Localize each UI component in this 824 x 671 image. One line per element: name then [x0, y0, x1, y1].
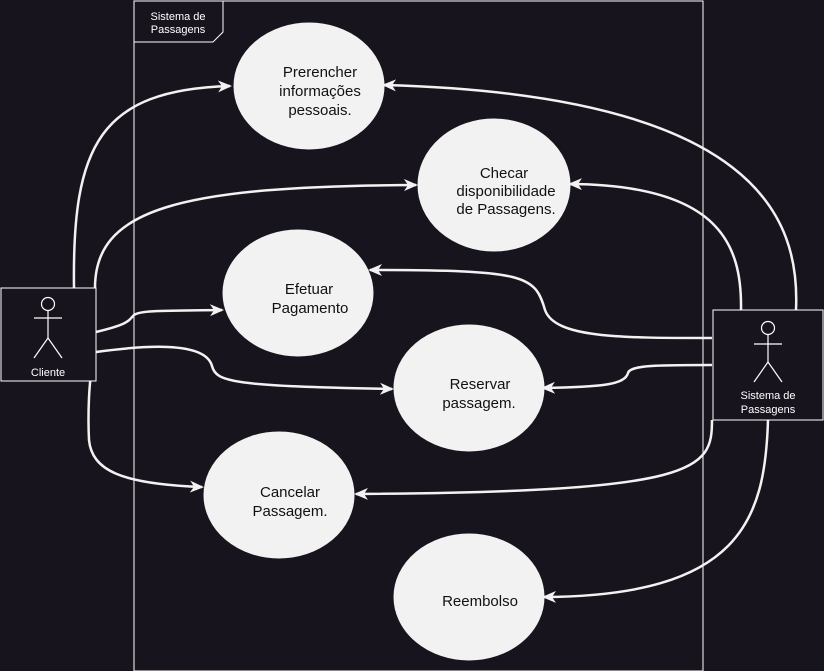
actor-cliente-label: Cliente	[31, 367, 65, 379]
use-case-cancelar-line-2: Passagem.	[252, 503, 327, 520]
use-case-checar-line-2: disponibilidade	[456, 183, 555, 200]
use-case-reembolso[interactable]: Reembolso	[393, 533, 545, 661]
system-title-line-1: Sistema de	[150, 11, 205, 23]
stick-figure-icon	[33, 296, 63, 359]
use-case-reservar[interactable]: Reservar passagem.	[393, 324, 545, 452]
use-case-reservar-line-2: passagem.	[442, 395, 515, 412]
use-case-cancelar[interactable]: Cancelar Passagem.	[203, 431, 355, 559]
actor-cliente[interactable]: Cliente	[0, 287, 97, 382]
use-case-efetuar[interactable]: Efetuar Pagamento	[222, 229, 374, 357]
use-case-prerencher-line-1: Prerencher	[283, 64, 357, 81]
use-case-cancelar-line-1: Cancelar	[260, 484, 320, 501]
actor-sistema[interactable]: Sistema de Passagens	[712, 309, 824, 421]
edge-sistema-reservar	[541, 363, 713, 394]
use-case-checar-line-3: de Passagens.	[456, 201, 555, 218]
connectors	[72, 79, 798, 603]
edge-sistema-prerencher	[382, 79, 798, 311]
actor-sistema-label-line-1: Sistema de	[740, 390, 795, 402]
edge-sistema-checar	[568, 178, 743, 311]
use-case-reembolso-line-1: Reembolso	[442, 593, 518, 610]
edge-cliente-reservar	[95, 345, 394, 395]
use-case-efetuar-line-1: Efetuar	[285, 281, 333, 298]
use-case-efetuar-line-2: Pagamento	[272, 300, 349, 317]
edge-cliente-efetuar	[95, 304, 224, 334]
edge-cliente-prerencher	[72, 80, 232, 289]
system-boundary: Sistema de Passagens	[133, 0, 704, 671]
edge-sistema-cancelar	[354, 419, 714, 500]
use-case-checar-line-1: Checar	[480, 165, 528, 182]
use-case-prerencher-line-2: informações	[279, 83, 361, 100]
use-case-prerencher[interactable]: Prerencher informações pessoais.	[233, 22, 385, 150]
system-title-line-2: Passagens	[151, 24, 206, 36]
use-case-prerencher-line-3: pessoais.	[288, 102, 351, 119]
stick-figure-icon	[753, 320, 783, 383]
use-case-reservar-line-1: Reservar	[450, 376, 511, 393]
edge-sistema-reembolso	[542, 419, 770, 603]
use-case-checar[interactable]: Checar disponibilidade de Passagens.	[417, 118, 571, 252]
edge-cliente-cancelar	[87, 356, 204, 493]
edge-cliente-checar	[93, 179, 418, 289]
edge-sistema-efetuar	[368, 264, 713, 340]
actor-sistema-label-line-2: Passagens	[741, 404, 796, 416]
system-boundary-tab	[134, 1, 224, 43]
